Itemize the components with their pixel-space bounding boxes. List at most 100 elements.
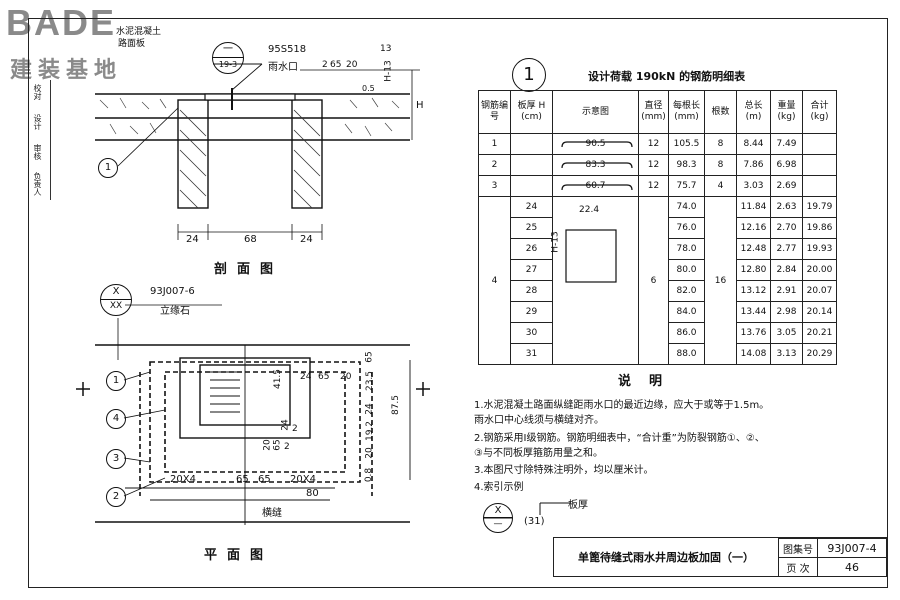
note-line-6: 4.索引示例 xyxy=(474,482,524,493)
section-bar-marker: 1 xyxy=(98,158,118,178)
plan-dim-65-right: 65 xyxy=(258,474,271,485)
section-leader-2: 路面板 xyxy=(118,39,146,49)
approval-review: 审核 xyxy=(33,144,42,160)
plan-dim-inner-20: 20 xyxy=(262,439,273,451)
stirrup-width: 22.4 xyxy=(579,205,600,215)
rebar-shape-2: 83.3 xyxy=(552,154,639,176)
plan-dim-41-5: 41.5 xyxy=(273,368,284,390)
plan-dim-v-65: 65 xyxy=(364,351,375,363)
table-title: 设计荷载 190kN 的钢筋明细表 xyxy=(588,70,746,83)
index-example-label: 板厚 xyxy=(568,500,588,511)
plan-dim-top-65: 65 xyxy=(318,372,330,382)
rebar-shape-4: 22.4 H-13 xyxy=(551,196,639,365)
plan-dim-inner-24: 24 xyxy=(280,419,291,431)
section-dim-05: 0.5 xyxy=(362,84,375,93)
plan-dim-top-20: 20 xyxy=(340,372,352,382)
logo-text: BADE xyxy=(6,2,117,43)
notes-title: 说明 xyxy=(618,374,681,389)
group4-no: 4 xyxy=(478,196,511,365)
header-count: 根数 xyxy=(704,90,737,134)
plan-callout: X XX xyxy=(100,284,132,316)
rebar-shape-1: 90.5 xyxy=(552,133,639,155)
header-total: 总长 (m) xyxy=(736,90,771,134)
approval-check: 校对 xyxy=(33,84,42,100)
note-line-2: 雨水口中心线须与横缝对齐。 xyxy=(474,415,604,426)
plan-dim-80: 80 xyxy=(306,488,319,499)
header-diagram: 示意图 xyxy=(552,90,639,134)
section-dim-65: 65 xyxy=(330,60,342,70)
index-example-tag: (31) xyxy=(524,516,545,527)
group4-dia: 6 xyxy=(638,196,669,365)
plan-dim-v-20: 20 xyxy=(364,447,375,459)
plan-dim-65-left: 65 xyxy=(236,474,249,485)
section-leader-1: 水泥混凝土 xyxy=(116,27,162,37)
atlas-value: 93J007-4 xyxy=(817,538,887,558)
rebar-shape-3: 60.7 xyxy=(552,175,639,197)
plan-dim-v-87-5: 87.5 xyxy=(391,394,402,416)
plan-dim-inner-65: 65 xyxy=(272,439,283,451)
title-block: 单篦待缝式雨水井周边板加固（一） 图集号 93J007-4 页 次 46 xyxy=(553,537,887,577)
section-dim-13: 13 xyxy=(380,44,392,54)
section-dim-bottom-left: 24 xyxy=(186,234,199,245)
header-thickness: 板厚 H (cm) xyxy=(510,90,553,134)
section-ref-sub: 雨水口 xyxy=(268,62,298,73)
note-line-4: ③与不同板厚箍筋用量之和。 xyxy=(474,448,603,459)
header-bar-no: 钢筋编号 xyxy=(478,90,511,134)
header-length: 每根长 (mm) xyxy=(668,90,705,134)
plan-dim-top-24: 24 xyxy=(300,372,312,382)
plan-dim-20x4-right: 20X4 xyxy=(290,474,316,485)
page-label: 页 次 xyxy=(778,557,818,577)
drawing-title: 单篦待缝式雨水井周边板加固（一） xyxy=(554,538,779,576)
plan-ref-sub: 立缘石 xyxy=(160,306,190,317)
plan-dim-20x4-left: 20X4 xyxy=(170,474,196,485)
table-header-row: 钢筋编号 板厚 H (cm) 示意图 直径 (mm) 每根长 (mm) 根数 总… xyxy=(478,90,837,134)
section-dim-2: 2 xyxy=(322,60,328,70)
section-dim-bottom-right: 24 xyxy=(300,234,313,245)
approval-column: 校对 设计 审核 负责人 xyxy=(28,80,51,200)
section-caption: 剖面图 xyxy=(214,262,284,277)
plan-marker-1: 1 xyxy=(106,371,126,391)
plan-dim-inner-2: 2 xyxy=(292,424,298,434)
approval-lead: 负责人 xyxy=(33,172,42,196)
plan-marker-4: 4 xyxy=(106,409,126,429)
approval-design: 设计 xyxy=(33,114,42,130)
plan-caption: 平面图 xyxy=(204,548,274,563)
header-sum: 合计 (kg) xyxy=(802,90,837,134)
atlas-label: 图集号 xyxy=(778,538,818,558)
note-line-3: 2.钢筋采用Ⅰ级钢筋。钢筋明细表中，“合计重”为防裂钢筋①、②、 xyxy=(474,433,765,444)
section-dim-20: 20 xyxy=(346,60,358,70)
drawing-frame xyxy=(28,18,888,588)
index-example-callout: X — xyxy=(483,503,513,533)
section-hatch xyxy=(99,97,400,137)
header-weight: 重量 (kg) xyxy=(770,90,803,134)
section-ref-label: 95S518 xyxy=(268,44,307,55)
plan-dim-inner-2b: 2 xyxy=(284,442,290,452)
table-number: 1 xyxy=(512,58,546,92)
plan-rebars xyxy=(139,361,373,496)
note-line-1: 1.水泥混凝土路面纵缝距雨水口的最近边缘，应大于或等于1.5m。 xyxy=(474,400,770,411)
section-dim-h: H xyxy=(416,100,424,111)
plan-ref-label: 93J007-6 xyxy=(150,286,195,297)
page-value: 46 xyxy=(817,557,887,577)
plan-dim-v-24: 24 xyxy=(364,403,375,415)
plan-joint-label: 横缝 xyxy=(262,508,282,519)
plan-marker-3: 3 xyxy=(106,449,126,469)
note-line-5: 3.本图尺寸除特殊注明外，均以厘米计。 xyxy=(474,465,654,476)
logo-subtitle: 建装基地 xyxy=(10,58,123,83)
rebar-table: 钢筋编号 板厚 H (cm) 示意图 直径 (mm) 每根长 (mm) 根数 总… xyxy=(478,90,837,365)
plan-outline xyxy=(95,344,410,523)
plan-dim-v-0-8: 0.8 xyxy=(364,467,375,483)
header-diameter: 直径 (mm) xyxy=(638,90,669,134)
section-callout: 一 19-3 xyxy=(212,42,244,74)
plan-dim-v-19-2: 19.2 xyxy=(365,420,376,442)
section-slab xyxy=(95,93,410,141)
